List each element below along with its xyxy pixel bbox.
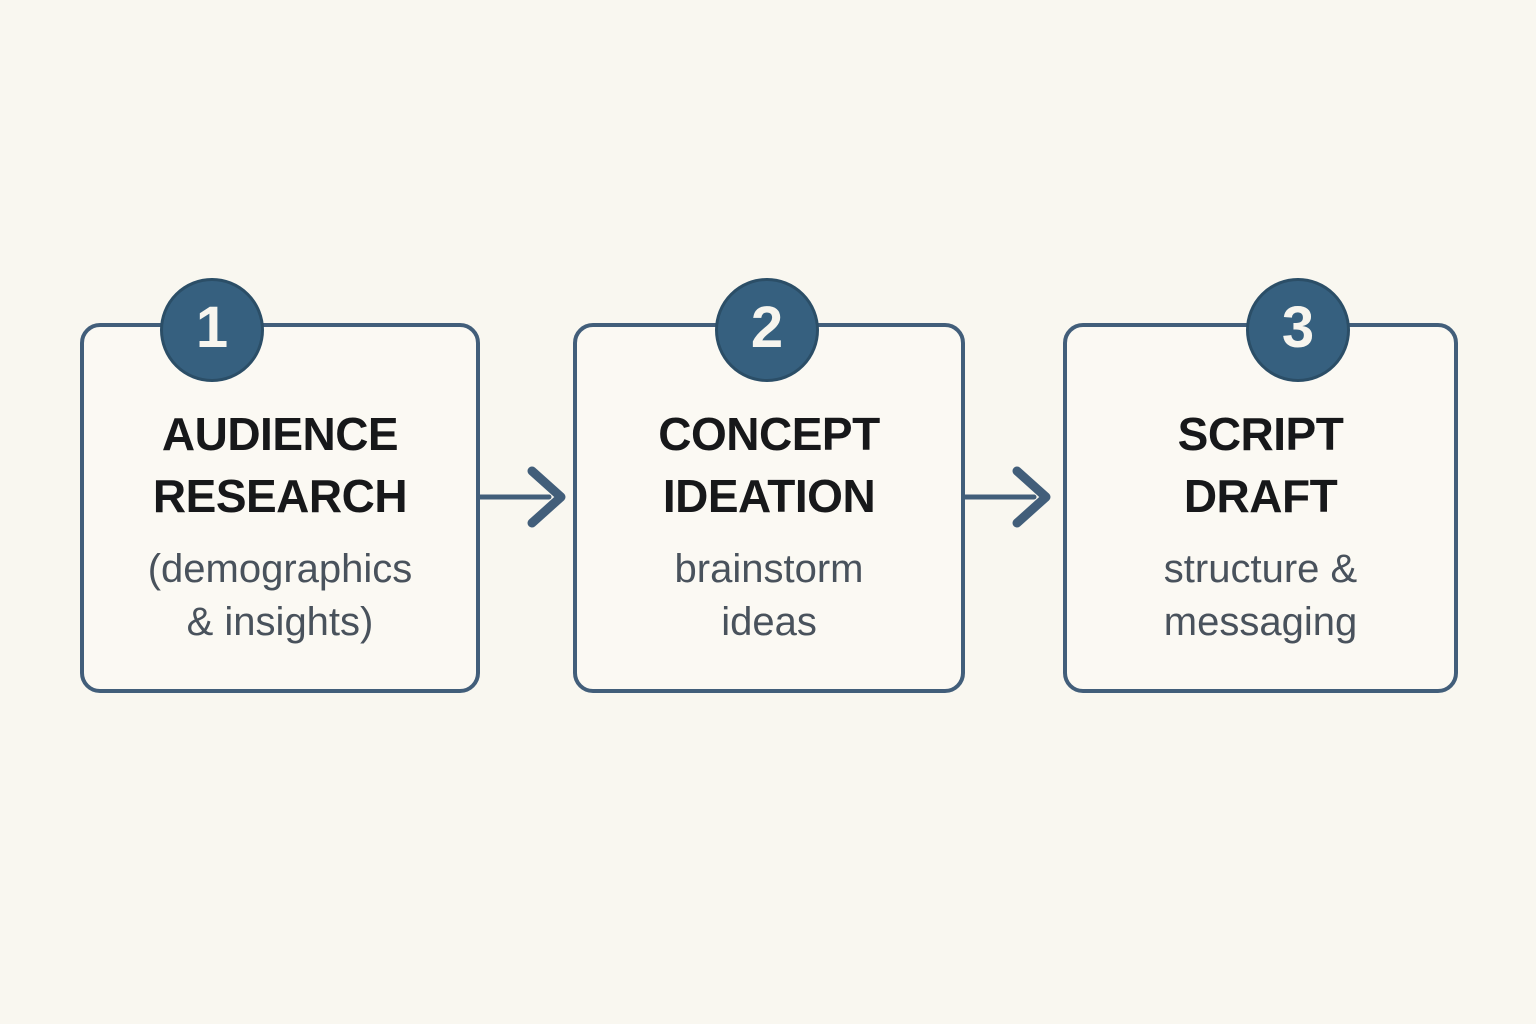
step-subtitle-line: brainstorm: [674, 547, 864, 591]
step-subtitle-line: ideas: [721, 600, 817, 644]
step-box-concept-ideation: 2 CONCEPT IDEATION brainstorm ideas: [573, 278, 965, 693]
step-number: 2: [750, 295, 784, 360]
step-subtitle: brainstorm ideas: [577, 543, 961, 649]
step-title: SCRIPT DRAFT: [1067, 403, 1454, 527]
step-subtitle-line: structure &: [1163, 547, 1358, 591]
arrow-right-icon: [962, 466, 1051, 528]
step-subtitle: structure & messaging: [1067, 543, 1454, 649]
step-title: AUDIENCE RESEARCH: [84, 403, 476, 527]
step-title-line: AUDIENCE: [161, 408, 399, 460]
step-subtitle-line: (demographics: [147, 547, 413, 591]
step-title-line: SCRIPT: [1177, 408, 1344, 460]
step-title-line: RESEARCH: [152, 470, 408, 522]
arrow-right-icon: [477, 466, 566, 528]
step-number-badge: 1: [160, 278, 264, 382]
step-number-badge: 2: [715, 278, 819, 382]
step-number: 3: [1281, 295, 1315, 360]
step-title-line: CONCEPT: [658, 408, 880, 460]
step-subtitle-line: & insights): [186, 600, 374, 644]
step-box-audience-research: 1 AUDIENCE RESEARCH (demographics & insi…: [80, 278, 480, 693]
step-subtitle-line: messaging: [1163, 600, 1358, 644]
step-number: 1: [195, 295, 229, 360]
step-subtitle: (demographics & insights): [84, 543, 476, 649]
step-box-script-draft: 3 SCRIPT DRAFT structure & messaging: [1063, 278, 1458, 693]
step-title-line: DRAFT: [1183, 470, 1338, 522]
step-title-line: IDEATION: [662, 470, 876, 522]
step-number-badge: 3: [1246, 278, 1350, 382]
step-title: CONCEPT IDEATION: [577, 403, 961, 527]
